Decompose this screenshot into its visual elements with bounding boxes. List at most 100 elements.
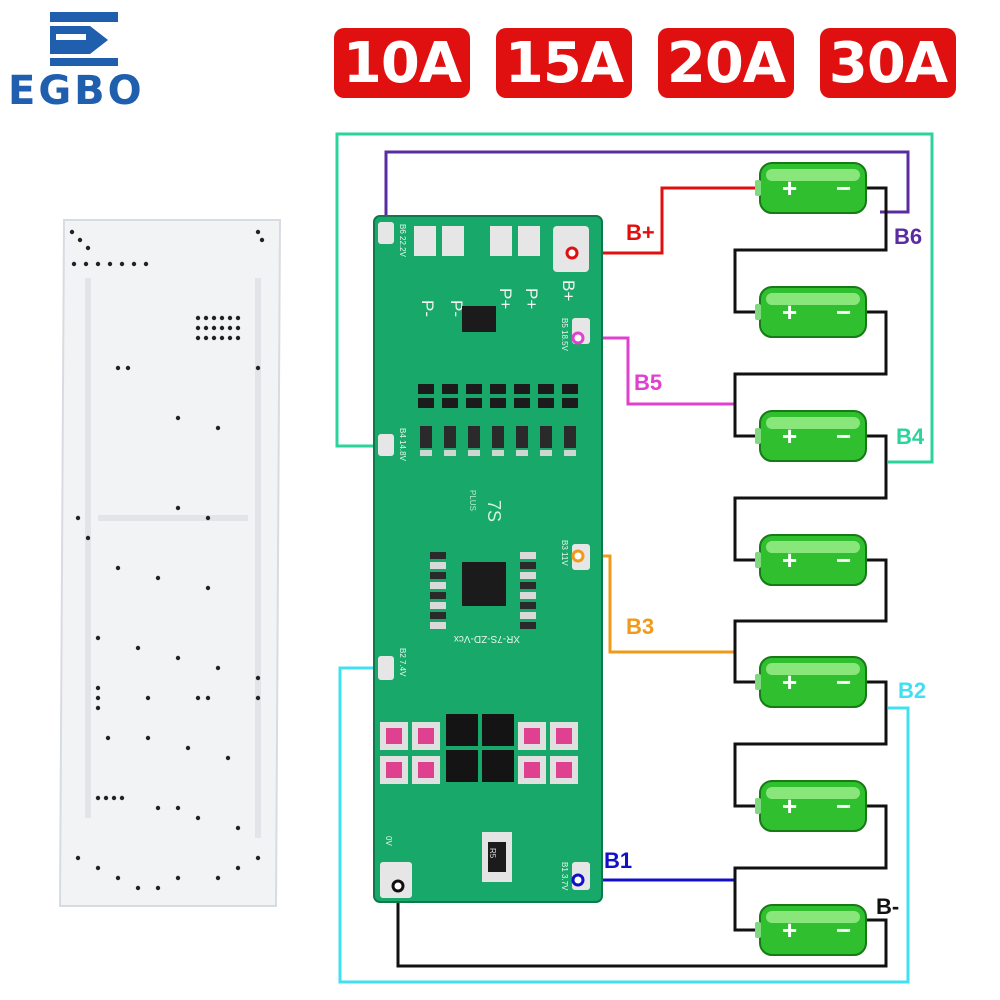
battery-plus-icon: + [782,545,797,575]
transistor [564,426,576,448]
via-dot [255,229,261,235]
silk-r5: R5 [488,848,497,859]
pad-label-p-minus-2: P- [447,300,466,317]
battery-cell: +− [755,534,867,586]
smd-part [520,602,536,609]
battery-cell: +− [755,286,867,338]
series-link [733,186,888,314]
capacitor [516,450,528,456]
mosfet-die [556,728,572,744]
transistor [444,426,456,448]
silk-b3: B3 11V [560,540,569,566]
label-b5: B5 [634,370,662,395]
wire-bplus [572,186,760,255]
label-b1: B1 [604,848,632,873]
pad-b6 [378,222,394,244]
capacitor [420,450,432,456]
capacitor [468,450,480,456]
via-dot [119,261,125,267]
via-dot [225,755,231,761]
wire-b2 [338,666,910,984]
via-dot [203,325,209,331]
via-dot [111,795,117,801]
mosfet-die [524,762,540,778]
via-dot [105,735,111,741]
series-link [733,680,888,808]
battery-minus-icon: − [836,297,851,327]
via-dot [211,335,217,341]
pad-label-p-plus-1: P+ [496,288,515,309]
via-dot [195,315,201,321]
via-dot [85,245,91,251]
via-dot [95,795,101,801]
mosfet-die [386,728,402,744]
via-dot [143,261,149,267]
via-dot [85,535,91,541]
capacitor [492,450,504,456]
via-dot [205,515,211,521]
series-link [733,434,888,562]
battery-minus-icon: − [836,421,851,451]
resistor [490,398,506,408]
power-mosfet [482,714,514,746]
battery-minus-icon: − [836,791,851,821]
pad-p-plus-1 [490,226,512,256]
battery-minus-icon: − [836,915,851,945]
mosfet-array [380,714,578,784]
mosfet-die [386,762,402,778]
wire-b4 [335,132,934,464]
transistor [540,426,552,448]
via-dot [255,695,261,701]
via-dot [71,261,77,267]
resistor [538,384,554,394]
resistor [562,384,578,394]
silk-b5: B5 18.5V [560,318,569,352]
silk-b6: B6 22.2V [398,224,407,258]
via-dot [95,261,101,267]
battery-plus-icon: + [782,915,797,945]
connection-dots [391,246,585,893]
via-dot [95,685,101,691]
battery-plus-icon: + [782,297,797,327]
via-dot [259,237,265,243]
label-b-minus: B- [876,894,899,919]
battery-cell: +− [755,656,867,708]
via-dot [135,885,141,891]
smd-part [520,562,536,569]
resistor [490,384,506,394]
via-dot [83,261,89,267]
battery-plus-icon: + [782,173,797,203]
via-dot [175,505,181,511]
rating-badge-20a: 20A [658,28,794,98]
via-dot [185,745,191,751]
rating-badge-15a: 15A [496,28,632,98]
pad-p-minus-1 [414,226,436,256]
via-dot [235,325,241,331]
via-dot [135,645,141,651]
via-dot [219,325,225,331]
battery-cell: +− [755,904,867,956]
via-dot [155,885,161,891]
brand-name: EGBO [8,68,145,114]
silk-b1: B1 3.7V [560,862,569,891]
via-dot [195,325,201,331]
silk-7s: 7S [484,500,504,522]
egbo-logo-icon [50,12,118,66]
via-dot [69,229,75,235]
via-dot [215,665,221,671]
mosfet-die [418,728,434,744]
resistor [466,384,482,394]
silk-model: XR-7S-ZD-Vcx [454,633,520,644]
label-b-plus: B+ [626,220,655,245]
mosfet-die [556,762,572,778]
capacitor [540,450,552,456]
via-dot [115,875,121,881]
pad-label-p-plus-2: P+ [522,288,541,309]
series-link [733,804,888,932]
resistor [562,398,578,408]
mosfet-die [418,762,434,778]
smd-part [520,622,536,629]
mosfet-chip [462,306,496,332]
via-dot [119,795,125,801]
label-b4: B4 [896,424,925,449]
